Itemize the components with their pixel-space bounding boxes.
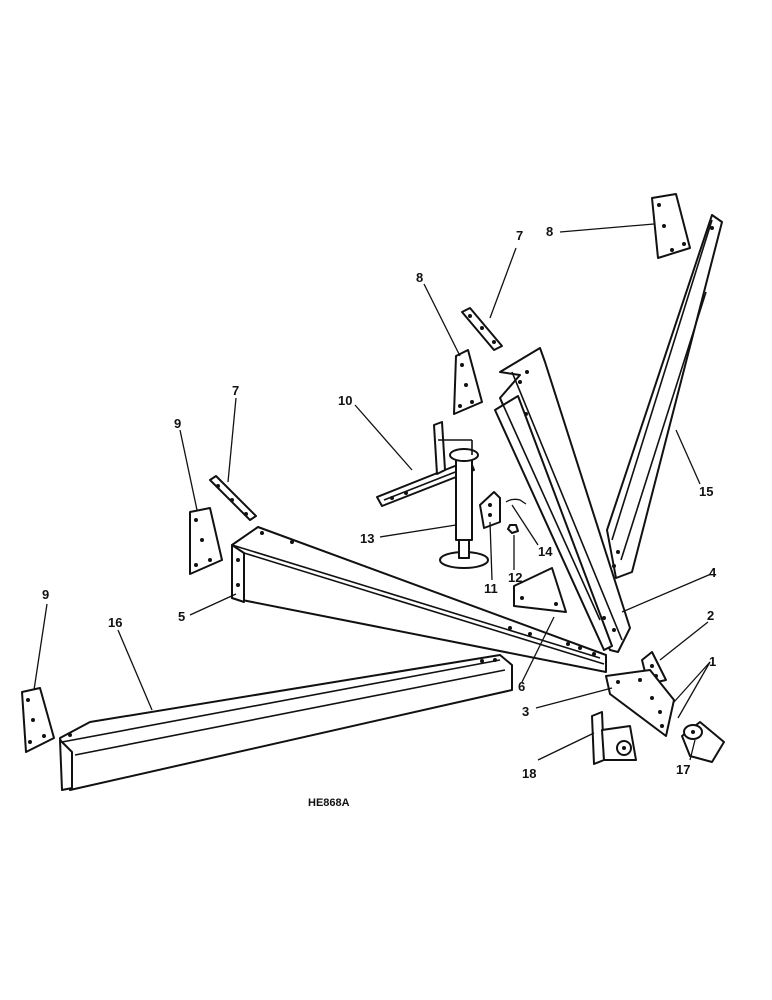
plate-part-8-middle	[453, 349, 483, 415]
pin-part-14	[505, 498, 527, 505]
callout-7-upper: 7	[516, 228, 523, 243]
strap-part-7-upper	[461, 307, 503, 351]
callout-3: 3	[522, 704, 529, 719]
clevis-part-17	[681, 721, 725, 763]
plate-part-3	[605, 669, 675, 737]
gusset-part-6	[513, 567, 567, 613]
beam-part-16	[59, 654, 513, 791]
nut-part-12	[507, 524, 519, 534]
beam-part-5	[231, 526, 607, 673]
callout-4: 4	[709, 565, 717, 580]
callout-15: 15	[699, 484, 713, 499]
callout-10: 10	[338, 393, 352, 408]
beam-part-15	[606, 214, 723, 579]
callout-9-lower: 9	[42, 587, 49, 602]
callout-8-middle: 8	[416, 270, 423, 285]
plate-part-9-lower	[21, 687, 55, 753]
plate-part-8-upper	[651, 193, 691, 259]
callout-14: 14	[538, 544, 553, 559]
callout-2: 2	[707, 608, 714, 623]
callout-11: 11	[484, 581, 498, 596]
callout-7-left: 7	[232, 383, 239, 398]
callout-17: 17	[676, 762, 690, 777]
bracket-part-11	[479, 491, 501, 529]
callout-12: 12	[508, 570, 522, 585]
jack-part-13	[438, 439, 489, 569]
figure-code: HE868A	[308, 797, 350, 809]
leader-lines	[33, 223, 712, 761]
callout-6: 6	[518, 679, 525, 694]
callout-1: 1	[709, 654, 716, 669]
callout-5: 5	[178, 609, 185, 624]
callout-16: 16	[108, 615, 122, 630]
plate-part-9-upper	[189, 507, 223, 575]
beam-part-4	[494, 347, 631, 653]
callout-13: 13	[360, 531, 374, 546]
callout-8-upper: 8	[546, 224, 553, 239]
callout-9-upper: 9	[174, 416, 181, 431]
callout-18: 18	[522, 766, 536, 781]
bracket-part-18	[591, 711, 637, 765]
strap-part-7-left	[209, 475, 257, 521]
bracket-part-10	[376, 421, 475, 507]
